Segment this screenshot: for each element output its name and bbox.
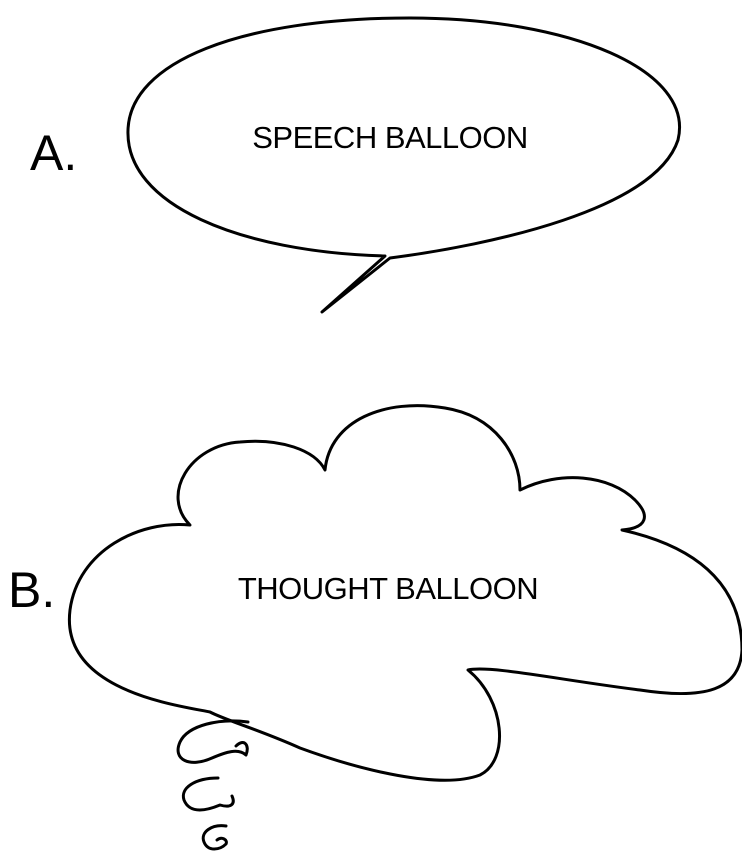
thought-balloon-text: THOUGHT BALLOON <box>238 571 538 606</box>
panel-b-label: B. <box>8 562 55 618</box>
speech-balloon-shape <box>128 18 680 312</box>
speech-balloon-text: SPEECH BALLOON <box>252 120 528 155</box>
thought-bubble-medium <box>183 778 233 810</box>
panel-b: B. THOUGHT BALLOON <box>8 406 742 849</box>
thought-bubble-small <box>203 826 226 849</box>
panel-a-label: A. <box>30 125 77 181</box>
panel-a: A. SPEECH BALLOON <box>30 18 680 312</box>
thought-bubble-large <box>178 721 248 762</box>
